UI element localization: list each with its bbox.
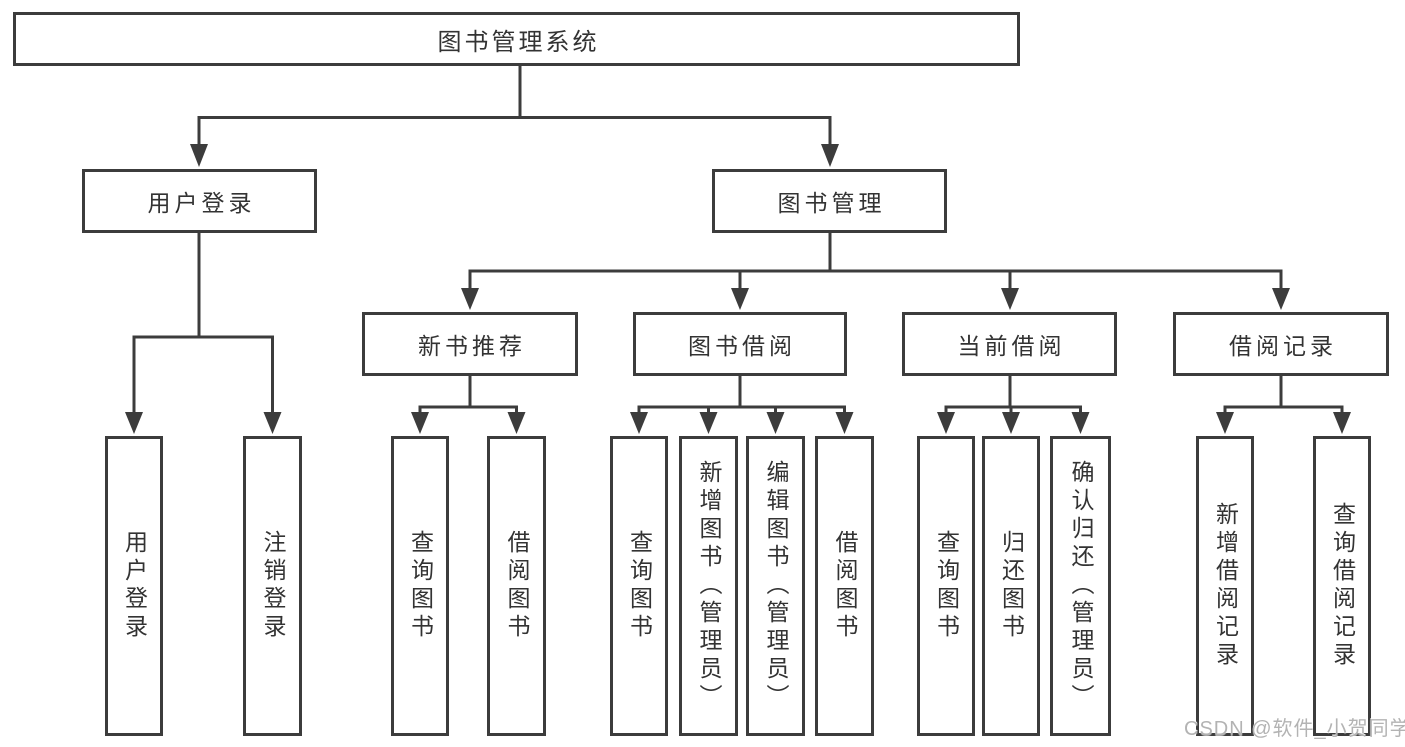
leaf-records-query-record: 查询借阅记录 bbox=[1313, 436, 1371, 736]
leaf-user-login: 用户登录 bbox=[105, 436, 163, 736]
node-book-management: 图书管理 bbox=[712, 169, 947, 233]
leaf-borrowing-borrow-books: 借阅图书 bbox=[815, 436, 874, 736]
node-user-login: 用户登录 bbox=[82, 169, 317, 233]
node-current-borrowing: 当前借阅 bbox=[902, 312, 1117, 376]
node-book-borrowing: 图书借阅 bbox=[633, 312, 847, 376]
watermark: CSDN @软件_小贺同学 bbox=[1184, 718, 1405, 740]
leaf-borrowing-query-books: 查询图书 bbox=[610, 436, 668, 736]
leaf-recommend-borrow-books: 借阅图书 bbox=[487, 436, 546, 736]
leaf-current-query-books: 查询图书 bbox=[917, 436, 975, 736]
leaf-borrowing-add-books-admin: 新增图书（管理员） bbox=[679, 436, 738, 736]
leaf-logout: 注销登录 bbox=[243, 436, 302, 736]
node-library-management-system: 图书管理系统 bbox=[13, 12, 1020, 66]
node-borrowing-records: 借阅记录 bbox=[1173, 312, 1389, 376]
leaf-current-confirm-return-admin: 确认归还（管理员） bbox=[1050, 436, 1111, 736]
leaf-borrowing-edit-books-admin: 编辑图书（管理员） bbox=[746, 436, 805, 736]
node-new-book-recommendation: 新书推荐 bbox=[362, 312, 578, 376]
leaf-current-return-books: 归还图书 bbox=[982, 436, 1040, 736]
leaf-records-add-record: 新增借阅记录 bbox=[1196, 436, 1254, 736]
leaf-recommend-query-books: 查询图书 bbox=[391, 436, 449, 736]
